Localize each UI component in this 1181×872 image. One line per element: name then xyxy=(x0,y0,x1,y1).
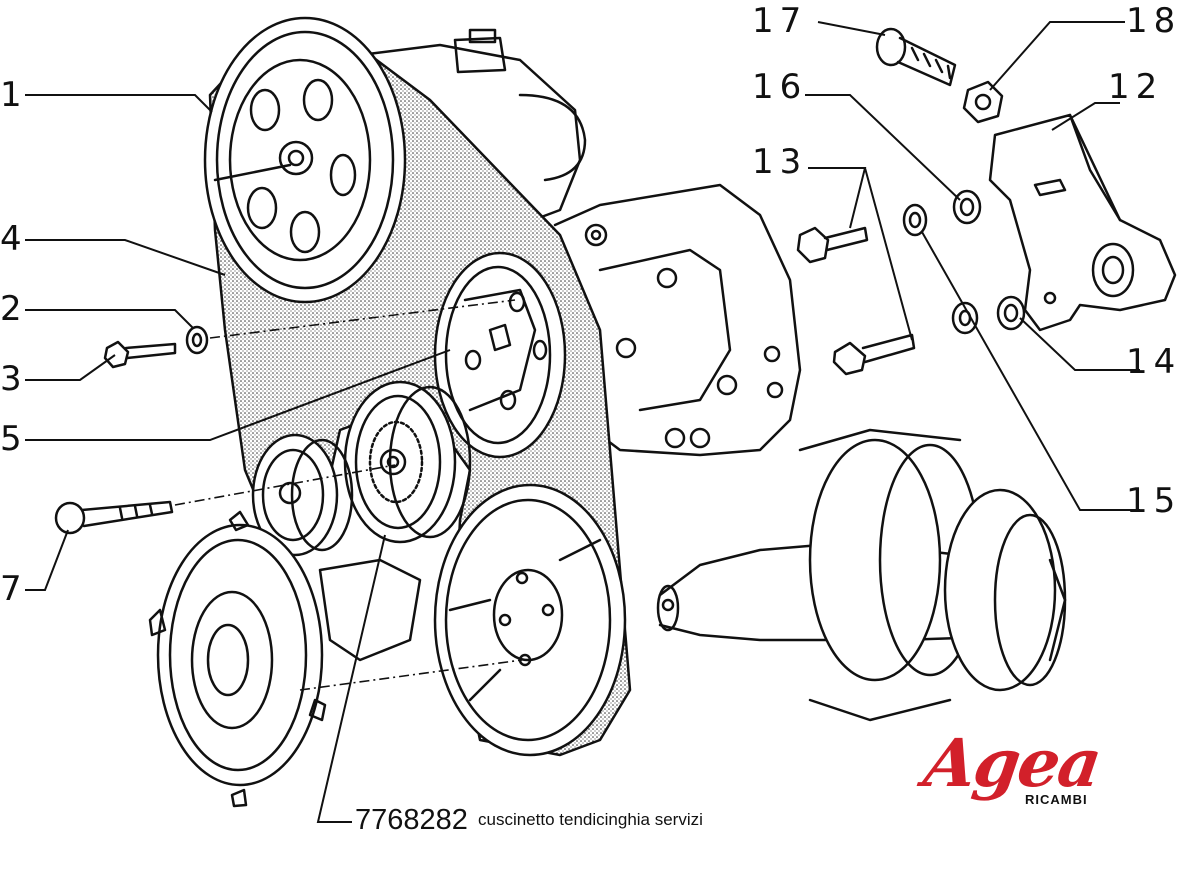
bolt-3 xyxy=(103,340,177,369)
callout-16: 16 xyxy=(752,67,808,107)
idler-pulley xyxy=(251,433,354,557)
callout-3: 3 xyxy=(0,359,28,399)
bolt-7 xyxy=(54,500,174,535)
callout-14: 14 xyxy=(1126,342,1181,382)
nut-18 xyxy=(962,80,1004,124)
washer-2 xyxy=(185,325,209,355)
callout-15: 15 xyxy=(1126,481,1181,521)
callout-17: 17 xyxy=(752,1,808,41)
middle-pulley xyxy=(433,251,567,459)
assembly-axes xyxy=(174,299,523,691)
logo-wordmark: Agea xyxy=(919,724,1105,802)
callout-18: 18 xyxy=(1126,1,1181,41)
callout-7: 7 xyxy=(0,569,28,609)
callout-4: 4 xyxy=(0,219,28,259)
agea-logo: Agea RICAMBI xyxy=(920,724,1105,810)
top-pulley xyxy=(203,16,407,304)
part-code-label: 7768282 xyxy=(355,804,468,836)
logo-subtitle: RICAMBI xyxy=(1025,792,1088,807)
tensioner-arm xyxy=(988,113,1177,332)
bolt-17 xyxy=(875,27,957,87)
callout-1: 1 xyxy=(0,75,28,115)
callout-5: 5 xyxy=(0,419,28,459)
part-description: cuscinetto tendicinghia servizi xyxy=(478,810,703,829)
callout-13: 13 xyxy=(752,142,808,182)
damper-pulley xyxy=(148,510,327,808)
callout-12: 12 xyxy=(1108,67,1164,107)
crankshaft xyxy=(656,428,1067,722)
bottom-pulley xyxy=(433,483,627,757)
callout-2: 2 xyxy=(0,289,28,329)
washer-14 xyxy=(996,295,1026,331)
bolt-13 xyxy=(796,226,916,376)
washer-16 xyxy=(952,189,982,225)
leader-lines xyxy=(25,21,1140,823)
